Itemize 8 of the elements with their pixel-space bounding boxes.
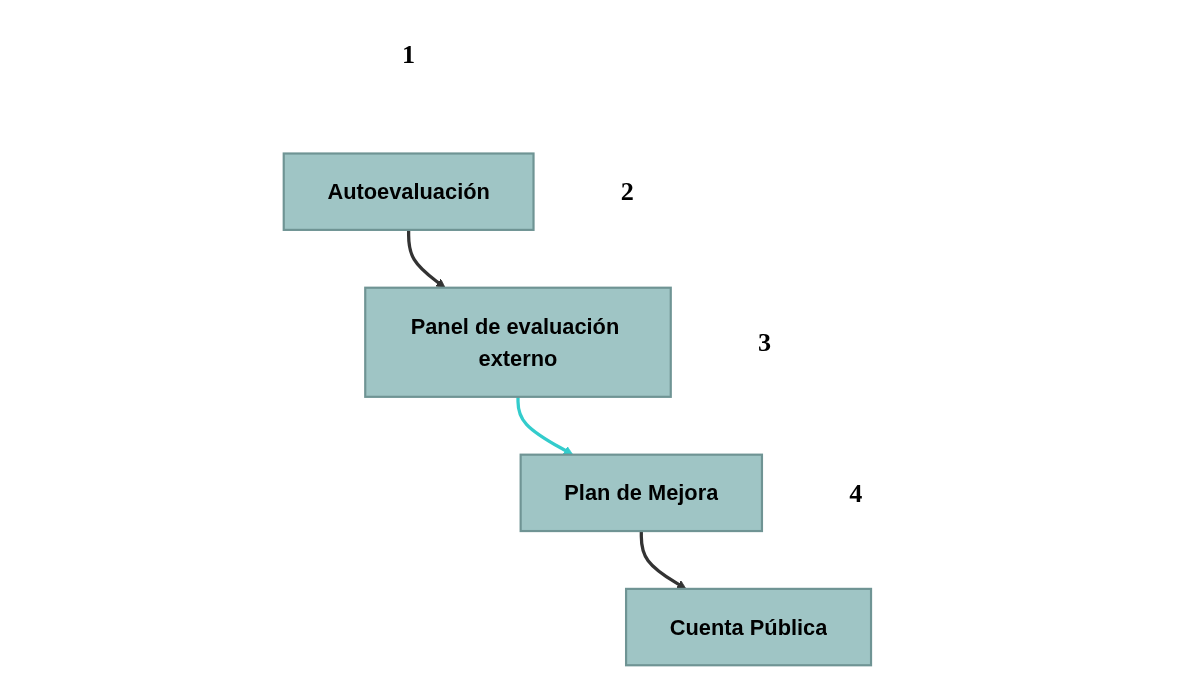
node-label: 4 [849,478,863,508]
node-box: Cuenta Pública [625,587,873,667]
node-box: Plan de Mejora [519,453,764,533]
node-box: Panel de evaluación externo [364,286,672,398]
node-box: Autoevaluación [282,152,535,231]
node-label: 2 [620,177,635,206]
node-label: 1 [402,40,416,69]
node-label: 3 [758,328,772,357]
